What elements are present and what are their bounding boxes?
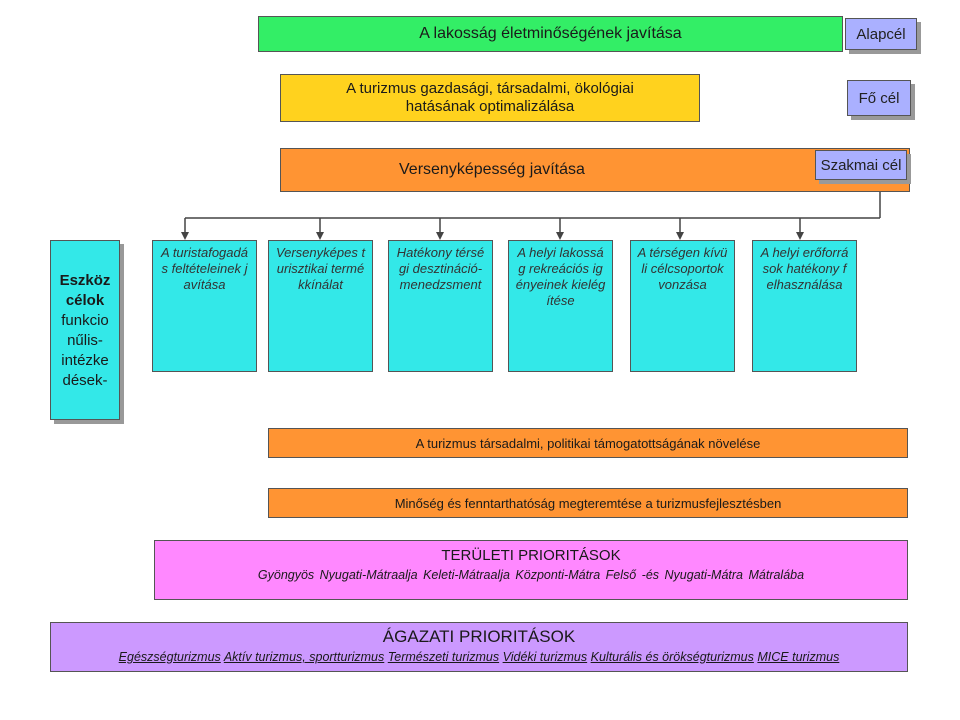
territorial-title: TERÜLETI PRIORITÁSOK <box>441 547 621 564</box>
sectoral-priorities: ÁGAZATI PRIORITÁSOK Egészségturizmus Akt… <box>50 622 908 672</box>
main-goal-label-text: Alapcél <box>856 25 906 43</box>
instrument-box-4: A helyi lakosság rekreációs igényeinek k… <box>508 240 613 372</box>
instrument-text-2: Versenyképes turisztikai termékkínálat <box>275 245 366 292</box>
professional-goal-label-text: Szakmai cél <box>820 156 902 174</box>
side-label-line5: intézke <box>61 352 109 369</box>
side-label-line1: Eszköz <box>59 272 111 289</box>
instrument-text-1: A turistafogadás feltételeinek javítása <box>161 245 248 292</box>
instrument-box-3: Hatékony térségi desztináció-menedzsment <box>388 240 493 372</box>
instrument-text-4: A helyi lakosság rekreációs igényeinek k… <box>515 245 606 308</box>
sectoral-title: ÁGAZATI PRIORITÁSOK <box>382 627 576 646</box>
professional-goal: Versenyképesség javítása <box>280 148 910 192</box>
sector-item-6: MICE turizmus <box>757 650 840 664</box>
instrument-text-5: A térségen kívüli célcsoportok vonzása <box>637 245 728 292</box>
side-label-line4: nűlis- <box>67 332 103 349</box>
professional-goal-text: Versenyképesség javítása <box>399 161 585 178</box>
sectoral-items: Egészségturizmus Aktív turizmus, sporttu… <box>51 650 907 664</box>
side-label-line6: dések- <box>62 372 108 389</box>
instrument-box-2: Versenyképes turisztikai termékkínálat <box>268 240 373 372</box>
side-label-line3: funkcio <box>61 312 109 329</box>
territorial-priorities: TERÜLETI PRIORITÁSOK Gyöngyös Nyugati-Má… <box>154 540 908 600</box>
primary-goal: A turizmus gazdasági, társadalmi, ökológ… <box>280 74 700 122</box>
sector-item-3: Természeti turizmus <box>387 650 500 664</box>
support-text: A turizmus társadalmi, politikai támogat… <box>415 435 761 451</box>
main-goal-label: Alapcél <box>845 18 917 50</box>
instrument-box-1: A turistafogadás feltételeinek javítása <box>152 240 257 372</box>
main-goal-text: A lakosság életminőségének javítása <box>419 25 682 42</box>
sector-item-2: Aktív turizmus, sportturizmus <box>223 650 385 664</box>
main-goal: A lakosság életminőségének javítása <box>258 16 843 52</box>
primary-goal-label-text: Fő cél <box>858 89 900 107</box>
instrument-goals-label: Eszköz célok funkcio nűlis- intézke dése… <box>50 240 120 420</box>
side-label-line2: célok <box>65 292 105 309</box>
sector-item-5: Kulturális és örökségturizmus <box>590 650 754 664</box>
primary-goal-text: A turizmus gazdasági, társadalmi, ökológ… <box>346 80 634 115</box>
support-box: A turizmus társadalmi, politikai támogat… <box>268 428 908 458</box>
instrument-text-6: A helyi erőforrások hatékony felhasználá… <box>760 245 849 292</box>
instrument-box-5: A térségen kívüli célcsoportok vonzása <box>630 240 735 372</box>
primary-goal-label: Fő cél <box>847 80 911 116</box>
sector-item-1: Egészségturizmus <box>118 650 221 664</box>
sector-item-4: Vidéki turizmus <box>502 650 588 664</box>
instrument-box-6: A helyi erőforrások hatékony felhasználá… <box>752 240 857 372</box>
quality-text: Minőség és fenntarthatóság megteremtése … <box>394 495 782 511</box>
territorial-items: Gyöngyös Nyugati-Mátraalja Keleti-Mátraa… <box>257 568 805 582</box>
instrument-text-3: Hatékony térségi desztináció-menedzsment <box>396 245 485 292</box>
professional-goal-label: Szakmai cél <box>815 150 907 180</box>
quality-box: Minőség és fenntarthatóság megteremtése … <box>268 488 908 518</box>
